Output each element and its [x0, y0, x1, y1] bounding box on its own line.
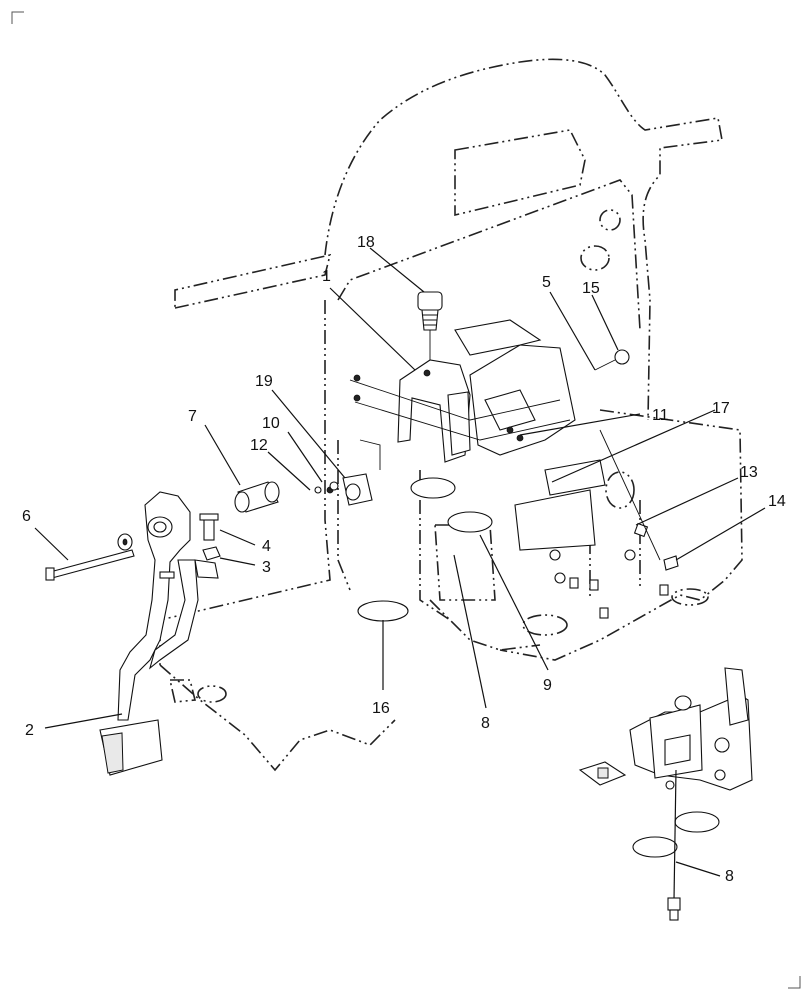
callout-7: 7: [188, 408, 197, 425]
callout-16: 16: [372, 700, 390, 717]
callout-12: 12: [250, 437, 268, 454]
callout-10: 10: [262, 415, 280, 432]
callout-17: 17: [712, 400, 730, 417]
callout-14: 14: [768, 493, 786, 510]
callout-9: 9: [543, 677, 552, 694]
loose-hardware: [45, 429, 679, 619]
switch-part-18: [417, 291, 443, 360]
callout-8b: 8: [725, 868, 734, 885]
callout-15: 15: [582, 280, 600, 297]
callout-19: 19: [255, 373, 273, 390]
inset-detail-assembly: [578, 667, 753, 921]
nut-part-15: [594, 349, 630, 371]
callout-labels: 1 2 3 4 5 6 7 8 9 10 11 12 13 14 15 16 1…: [22, 234, 786, 885]
pedal-arm-part-2: [99, 491, 219, 776]
callout-18: 18: [357, 234, 375, 251]
callout-4: 4: [262, 538, 271, 555]
callout-6: 6: [22, 508, 31, 525]
crop-marks: [11, 11, 801, 989]
callout-5: 5: [542, 274, 551, 291]
pedal-bracket-assembly: [326, 319, 606, 551]
leader-lines: [34, 247, 766, 877]
callout-8a: 8: [481, 715, 490, 732]
callout-2: 2: [25, 722, 34, 739]
callout-1: 1: [322, 268, 331, 285]
callout-3: 3: [262, 559, 271, 576]
round-pads: [357, 477, 493, 690]
callout-13: 13: [740, 464, 758, 481]
callout-11: 11: [652, 407, 669, 424]
